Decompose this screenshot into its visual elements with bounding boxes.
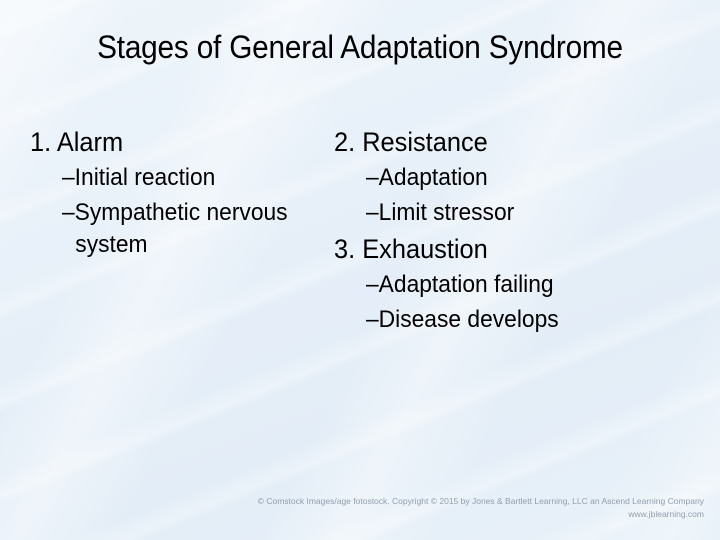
- list-item: –Adaptation failing: [366, 271, 554, 298]
- stage-group-alarm: 1. Alarm –Initial reaction –Sympathetic …: [30, 125, 330, 261]
- copyright-text: © Comstock Images/age fotostock. Copyrig…: [257, 496, 704, 506]
- stage-group-resistance: 2. Resistance –Adaptation –Limit stresso…: [334, 125, 714, 229]
- stage-heading-resistance: 2. Resistance: [334, 127, 488, 157]
- stage-heading-alarm: 1. Alarm: [30, 127, 124, 157]
- list-item: –Sympathetic nervous system: [62, 199, 288, 258]
- stage-sublist-exhaustion: –Adaptation failing –Disease develops: [334, 269, 714, 336]
- slide-title: Stages of General Adaptation Syndrome: [97, 29, 623, 65]
- website-url: www.jblearning.com: [628, 508, 704, 519]
- content-column-left: 1. Alarm –Initial reaction –Sympathetic …: [30, 125, 330, 264]
- list-item: –Disease develops: [366, 305, 559, 333]
- stage-group-exhaustion: 3. Exhaustion –Adaptation failing –Disea…: [334, 232, 714, 336]
- stage-sublist-alarm: –Initial reaction –Sympathetic nervous s…: [30, 162, 330, 261]
- list-item: –Limit stressor: [366, 199, 515, 226]
- list-item: –Initial reaction: [62, 164, 216, 192]
- stage-heading-exhaustion: 3. Exhaustion: [334, 233, 488, 264]
- footer-credit: © Comstock Images/age fotostock. Copyrig…: [0, 495, 712, 521]
- stage-sublist-resistance: –Adaptation –Limit stressor: [334, 162, 714, 229]
- content-column-right: 2. Resistance –Adaptation –Limit stresso…: [334, 125, 714, 339]
- list-item: –Adaptation: [366, 164, 488, 192]
- slide-body: 1. Alarm –Initial reaction –Sympathetic …: [0, 125, 720, 455]
